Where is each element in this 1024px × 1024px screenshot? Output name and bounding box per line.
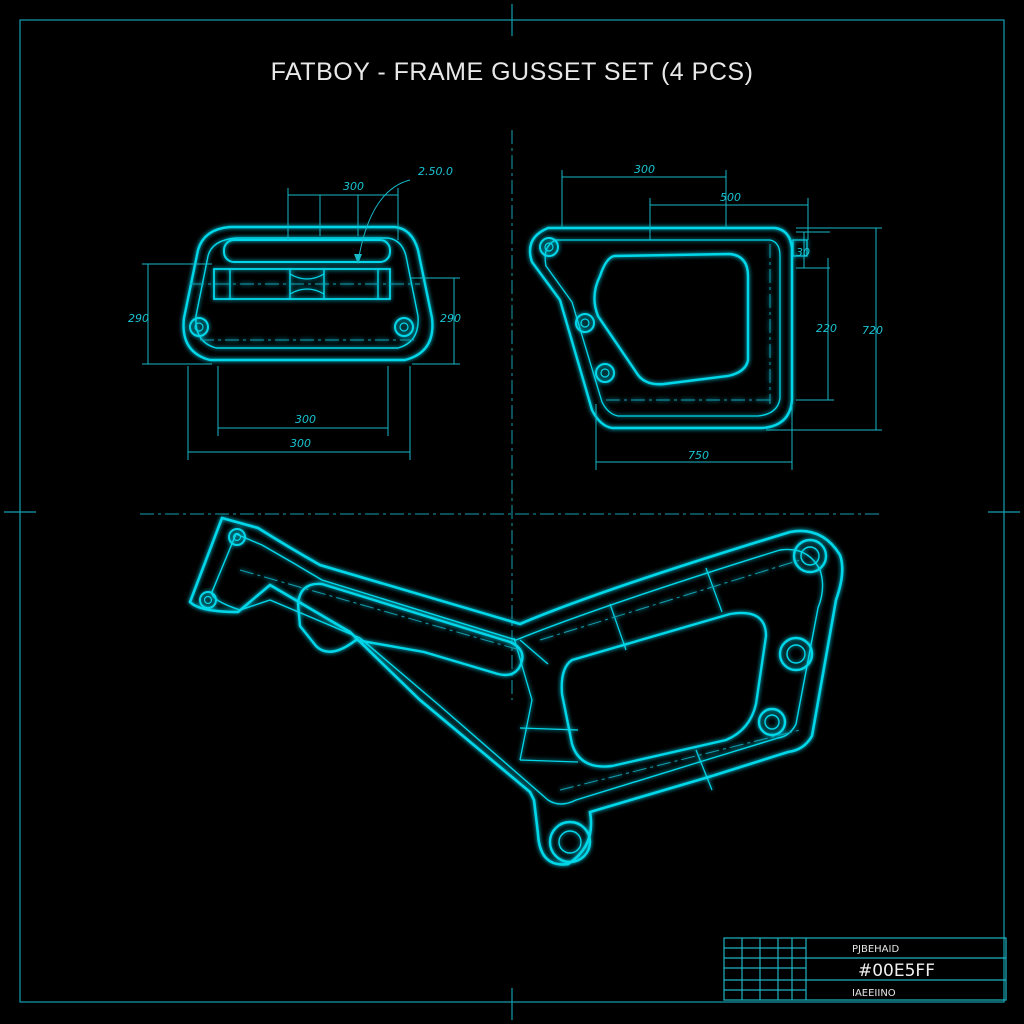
- gusset-side-view: [528, 226, 808, 430]
- dim-right-label: 290: [440, 312, 461, 325]
- drawing-title: FATBOY - FRAME GUSSET SET (4 PCS): [270, 58, 754, 86]
- dim-bottom-right-label: 750: [688, 449, 709, 462]
- center-lines: [140, 130, 880, 700]
- dim-bottom-inner-label: 300: [295, 413, 316, 426]
- title-block-top-label: PJBEHAID: [852, 944, 899, 955]
- title-block-bottom-label: IAEEIINO: [852, 988, 896, 999]
- gusset-front-view: [182, 225, 434, 362]
- dim-right-mid-label: 220: [816, 322, 837, 335]
- gusset-main-view: [188, 516, 844, 866]
- callout-label: 2.50.0: [418, 165, 453, 178]
- title-block-code: #00E5FF: [858, 961, 935, 981]
- left-view-dimensions: 300 2.50.0 290 290 300 300: [128, 165, 461, 460]
- title-block: PJBEHAID #00E5FF IAEEIINO: [723, 937, 1007, 1001]
- dim-top-label: 300: [343, 180, 364, 193]
- dim-right-outer-label: 720: [862, 324, 883, 337]
- registration-marks: [4, 4, 1020, 1020]
- dim-right-small-label: 30: [796, 246, 810, 259]
- dim-top-right-label: 300: [634, 163, 655, 176]
- dim-left-label: 290: [128, 312, 149, 325]
- dim-bottom-outer-label: 300: [290, 437, 311, 450]
- right-view-dimensions: 300 500 30 220 720 750: [561, 163, 883, 470]
- dim-top-inner-label: 500: [720, 191, 741, 204]
